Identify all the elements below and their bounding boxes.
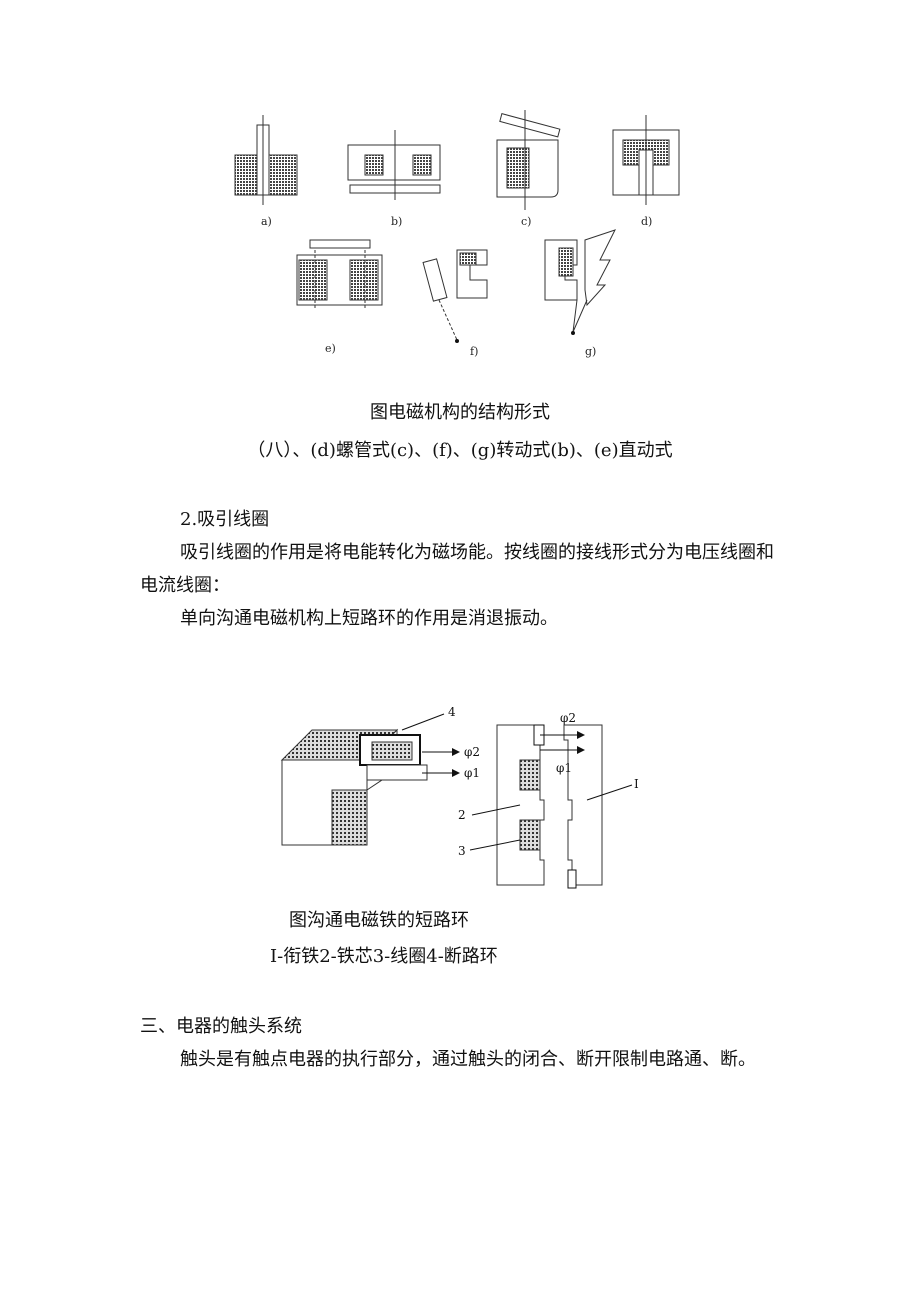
structure-a [234, 115, 298, 205]
structure-f [422, 249, 488, 343]
label-I: I [634, 777, 639, 791]
shading-ring-figure: 4 φ2 φ1 φ2 φ1 2 3 I [280, 705, 639, 889]
label-2: 2 [458, 808, 466, 822]
structure-g [544, 229, 616, 335]
structure-d [612, 115, 680, 205]
section2-para2: 单向沟通电磁机构上短路环的作用是消退振动。 [180, 608, 558, 629]
label-phi1-right: φ1 [556, 761, 572, 775]
figure2-caption: 图沟通电磁铁的短路环 [289, 910, 469, 931]
structure-e [296, 239, 383, 310]
structure-c [496, 110, 561, 210]
label-phi2-right: φ2 [560, 711, 576, 725]
section2-heading: 2.吸引线圈 [180, 509, 270, 530]
structure-b [347, 130, 441, 200]
section2-para1: 吸引线圈的作用是将电能转化为磁场能。按线圈的接线形式分为电压线圈和电流线圈： [140, 542, 774, 596]
core-cross-section [469, 724, 633, 889]
label-a: a) [261, 215, 272, 228]
core-3d-view [280, 713, 460, 846]
label-e: e) [325, 342, 336, 355]
section3-para: 触头是有触点电器的执行部分，通过触头的闭合、断开限制电路通、断。 [180, 1049, 756, 1070]
label-g: g) [585, 345, 596, 358]
figure1-caption: 图电磁机构的结构形式 [370, 402, 550, 423]
figure1-subcaption: （八）、(d)螺管式(c)、(f)、(g)转动式(b)、(e)直动式 [247, 440, 673, 461]
label-d: d) [641, 215, 652, 228]
label-b: b) [391, 215, 402, 228]
label-4: 4 [448, 705, 456, 719]
electromagnet-structures-figure: a) b) c) d) e) f) [234, 110, 680, 358]
label-f: f) [470, 345, 478, 358]
label-c: c) [521, 215, 531, 228]
figure2-legend: I-衔铁2-铁芯3-线圈4-断路环 [270, 946, 498, 967]
label-phi2-left: φ2 [464, 745, 480, 759]
label-3: 3 [458, 844, 466, 858]
section3-heading: 三、电器的触头系统 [140, 1016, 302, 1037]
label-phi1-left: φ1 [464, 766, 480, 780]
